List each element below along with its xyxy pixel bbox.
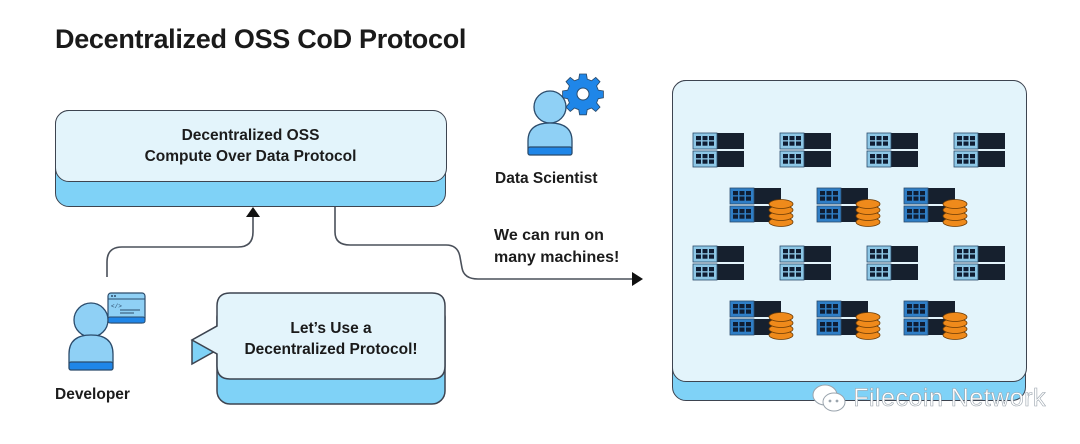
watermark-text: Filecoin Network [853,383,1046,412]
machines-panel-face [671,79,1027,382]
wechat-icon [812,384,846,412]
run-note: We can run on many machines! [494,225,619,269]
protocol-box-face: Decentralized OSS Compute Over Data Prot… [54,109,447,182]
developer-to-protocol-arrow [106,215,254,277]
storage-coins-icon [768,311,794,340]
machines-svg [692,132,1005,340]
protocol-to-machines-arrow [334,200,632,280]
speech-bubble-shape [190,292,446,405]
page-title: Decentralized OSS CoD Protocol [55,24,467,54]
server-with-storage-icon [729,187,794,227]
code-window-icon: </> [107,292,146,324]
machines-grid [673,81,1026,387]
protocol-box: Decentralized OSS Compute Over Data Prot… [54,109,447,207]
storage-coins-icon [942,198,968,227]
protocol-box-line1: Decentralized OSS [181,126,320,144]
protocol-box-line2: Compute Over Data Protocol [144,147,357,165]
server-icon [779,245,831,280]
arrowhead-right [632,272,643,286]
server-icon [692,245,744,280]
server-icon [953,245,1005,280]
server-icon [779,132,831,167]
speech-bubble: Let’s Use a Decentralized Protocol! [217,318,445,360]
server-icon [692,132,744,167]
person-with-code-window-icon: </> [68,292,146,371]
developer-label: Developer [55,386,130,403]
arrowhead-up [246,207,260,217]
server-with-storage-icon [729,300,794,340]
server-with-storage-icon [816,187,881,227]
speech-bubble-line2: Decentralized Protocol! [244,341,418,358]
watermark: Filecoin Network [811,383,1046,413]
run-note-line1: We can run on [494,227,604,244]
server-icon [866,132,918,167]
person-with-gear-icon [527,73,604,156]
server-icon [953,132,1005,167]
gear-icon [562,73,604,116]
svg-text:</>: </> [111,303,122,310]
storage-coins-icon [855,311,881,340]
server-with-storage-icon [903,300,968,340]
storage-coins-icon [855,198,881,227]
storage-coins-icon [768,198,794,227]
machines-panel [671,79,1027,401]
data-scientist-label: Data Scientist [495,170,598,187]
run-note-line2: many machines! [494,249,620,266]
storage-coins-icon [942,311,968,340]
server-with-storage-icon [903,187,968,227]
server-icon [866,245,918,280]
speech-bubble-line1: Let’s Use a [290,320,372,337]
server-with-storage-icon [816,300,881,340]
